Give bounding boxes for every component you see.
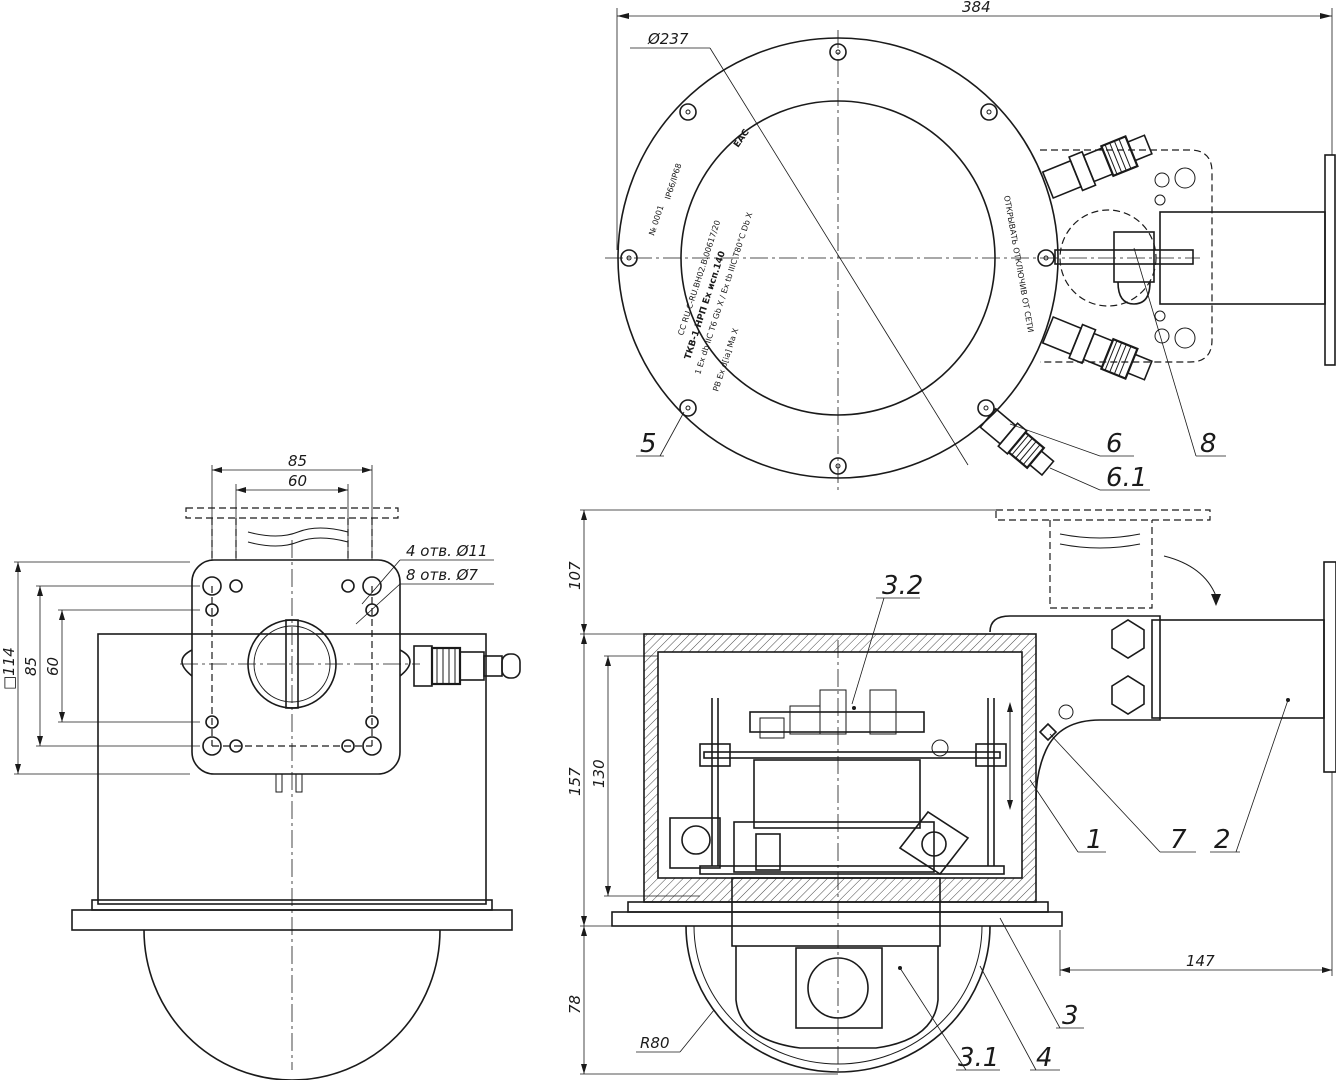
insulation-hatch xyxy=(644,634,1036,902)
top-bolt-head xyxy=(1117,281,1151,305)
top-gland-diagonal xyxy=(979,407,1055,477)
left-mount-plate xyxy=(191,559,401,775)
dim-384: 384 xyxy=(962,0,991,16)
top-arm xyxy=(1159,211,1326,305)
svg-text:ЕАС: ЕАС xyxy=(732,128,752,150)
label-holes-7: 8 отв. Ø7 xyxy=(406,566,478,584)
top-gland-lower xyxy=(1041,315,1153,381)
section-arm xyxy=(1151,619,1325,719)
section-base-flange xyxy=(611,911,1063,927)
callout-3-2: 3.2 xyxy=(882,571,923,601)
callout-6: 6 xyxy=(1106,429,1123,459)
top-nut xyxy=(1113,231,1155,283)
top-view: ТКВ-1 НРП Ex исп.140 СС RU С-RU.ВН02.В.0… xyxy=(605,0,1336,493)
svg-text:РВ Ex d[ia] Ma X: РВ Ex d[ia] Ma X xyxy=(711,327,740,393)
callout-8: 8 xyxy=(1200,429,1217,459)
dim-157: 157 xyxy=(566,767,584,796)
dim-85-h: 85 xyxy=(288,452,307,470)
top-hidden-round xyxy=(1059,209,1157,307)
dim-78: 78 xyxy=(566,995,584,1014)
svg-text:ОТКРЫВАТЬ ОТКЛЮЧИВ ОТ СЕТИ: ОТКРЫВАТЬ ОТКЛЮЧИВ ОТ СЕТИ xyxy=(1002,195,1035,333)
callout-6-1: 6.1 xyxy=(1106,463,1147,493)
top-wall-plate xyxy=(1324,154,1336,366)
dim-60-v: 60 xyxy=(44,657,62,676)
dim-85-v: 85 xyxy=(22,657,40,676)
dim-diameter-line xyxy=(709,47,969,466)
section-view: 107 157 78 130 147 R80 3.2 1 7 2 3 xyxy=(566,509,1336,1075)
top-bracket-hidden xyxy=(1040,149,1213,363)
callout-2: 2 xyxy=(1214,825,1231,855)
left-plate-holes xyxy=(202,576,382,756)
callout-3: 3 xyxy=(1062,1001,1079,1031)
section-bracket xyxy=(989,615,1161,801)
dim-147: 147 xyxy=(1186,952,1215,970)
top-gland-upper xyxy=(1041,134,1153,200)
dim-60-h: 60 xyxy=(288,472,307,490)
svg-text:IP66/IP68: IP66/IP68 xyxy=(663,162,683,200)
label-holes-11: 4 отв. Ø11 xyxy=(406,542,488,560)
callout-4: 4 xyxy=(1036,1043,1053,1073)
callout-1: 1 xyxy=(1086,825,1103,855)
dim-107: 107 xyxy=(566,561,584,590)
dim-114: □114 xyxy=(0,647,18,690)
dim-130: 130 xyxy=(590,759,608,788)
callout-5: 5 xyxy=(640,429,657,459)
section-dome xyxy=(685,925,991,1073)
dim-r80: R80 xyxy=(640,1034,670,1052)
callout-7: 7 xyxy=(1170,825,1187,855)
top-bolt-holes xyxy=(620,43,1055,475)
electronics xyxy=(669,689,1013,876)
left-view: 85 60 xyxy=(0,452,521,1080)
top-arm-rod xyxy=(1054,249,1194,265)
section-housing xyxy=(643,633,1037,903)
dim-d237: Ø237 xyxy=(647,30,689,48)
svg-text:№ 0001: № 0001 xyxy=(647,204,665,236)
left-gland xyxy=(413,645,521,687)
callout-3-1: 3.1 xyxy=(958,1043,999,1073)
